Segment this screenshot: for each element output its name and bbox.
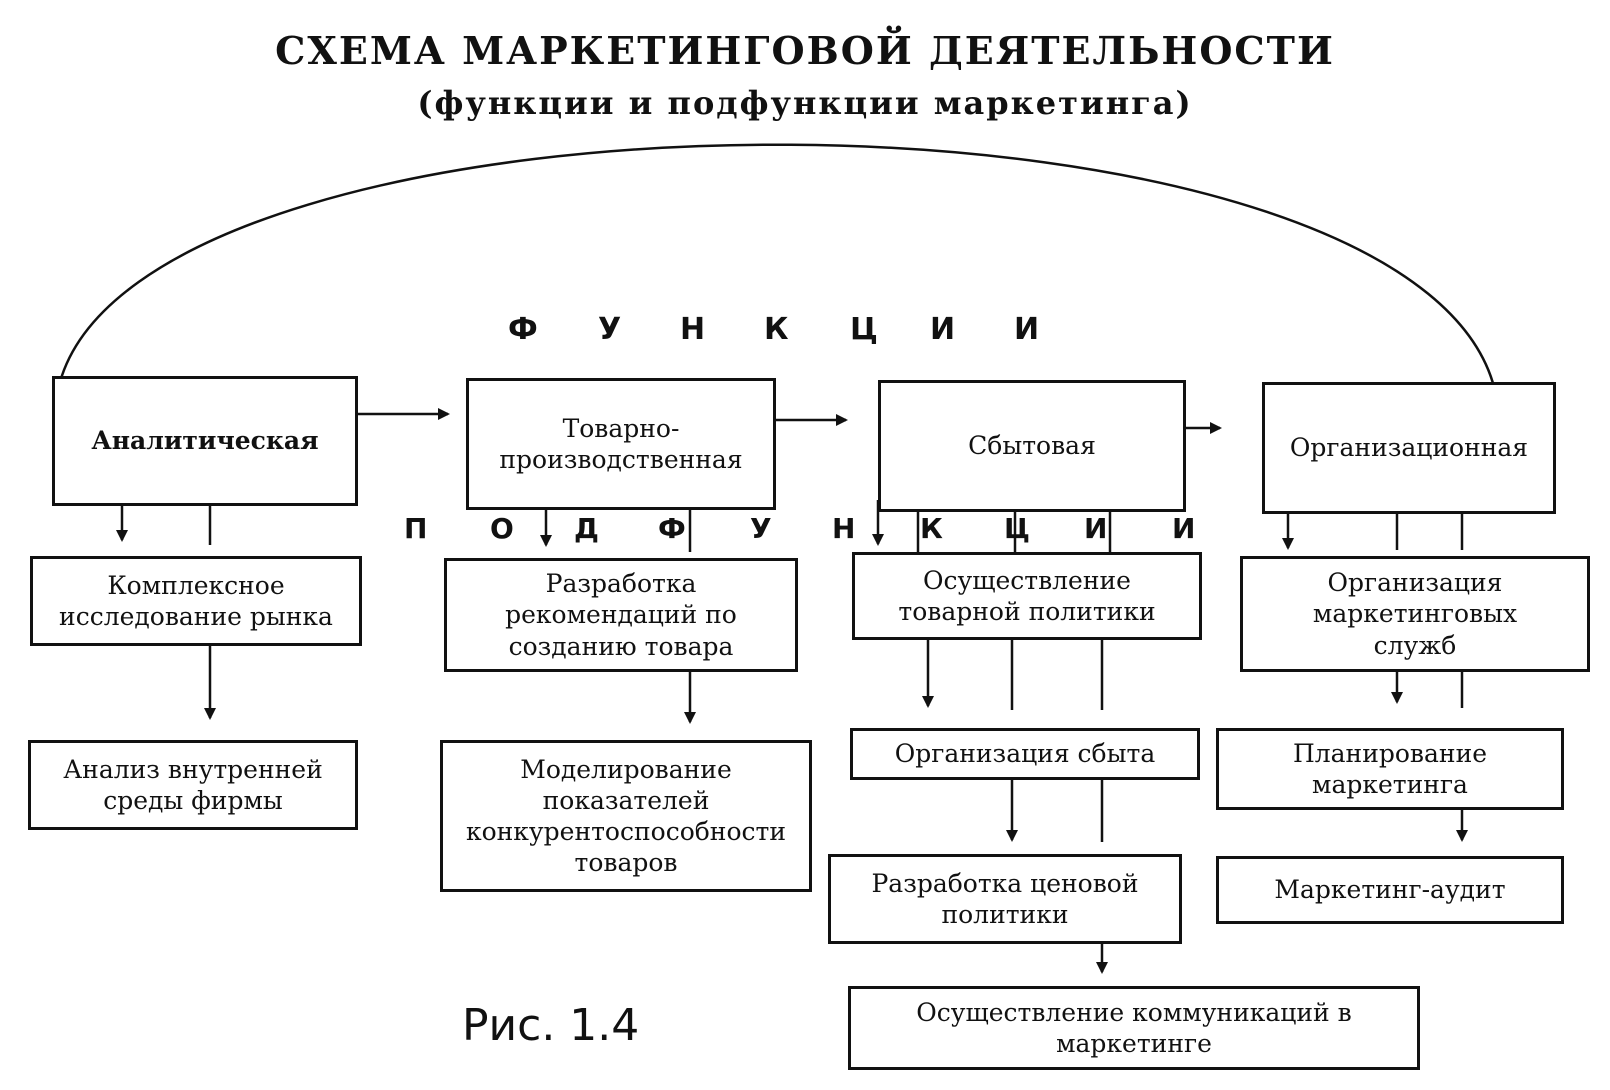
functions-letter: И — [930, 312, 956, 347]
subfunction-product-policy-label: Осуществление товарной политики — [898, 565, 1156, 626]
functions-letter: Ц — [850, 312, 878, 347]
subfunctions-letter: Ц — [1004, 512, 1030, 545]
subfunction-marketing-audit-label: Маркетинг-аудит — [1274, 875, 1506, 905]
subfunction-internal-analysis-box: Анализ внутренней среды фирмы — [28, 740, 358, 830]
function-organizational-label: Организационная — [1289, 433, 1529, 463]
feedback-arc — [54, 143, 1500, 409]
function-analytical-box: Аналитическая — [52, 376, 358, 506]
subfunctions-letter: Н — [832, 512, 856, 545]
subfunction-marketing-planning-label: Планирование маркетинга — [1292, 738, 1488, 799]
function-production-box: Товарно- производственная — [466, 378, 776, 510]
functions-letter: К — [764, 312, 789, 347]
subfunction-market-research-box: Комплексное исследование рынка — [30, 556, 362, 646]
function-analytical-label: Аналитическая — [91, 426, 319, 456]
diagram-title: СХЕМА МАРКЕТИНГОВОЙ ДЕЯТЕЛЬНОСТИ — [275, 28, 1335, 73]
subfunction-competitiveness-box: Моделирование показателей конкурентоспос… — [440, 740, 812, 892]
subfunction-sales-organization-box: Организация сбыта — [850, 728, 1200, 780]
subfunctions-letter: И — [1084, 512, 1108, 545]
subfunction-marketing-audit-box: Маркетинг-аудит — [1216, 856, 1564, 924]
subfunction-internal-analysis-label: Анализ внутренней среды фирмы — [63, 754, 323, 815]
functions-letter: И — [1014, 312, 1040, 347]
subfunction-marketing-services-label: Организация маркетинговых служб — [1312, 568, 1518, 660]
subfunction-communications-box: Осуществление коммуникаций в маркетинге — [848, 986, 1420, 1070]
subfunctions-letter: У — [750, 512, 772, 545]
subfunctions-letter: Ф — [658, 512, 686, 545]
function-organizational-box: Организационная — [1262, 382, 1556, 514]
functions-letter: Н — [680, 312, 706, 347]
subfunctions-letter: П — [404, 512, 428, 545]
subfunction-communications-label: Осуществление коммуникаций в маркетинге — [916, 997, 1352, 1058]
subfunction-competitiveness-label: Моделирование показателей конкурентоспос… — [465, 754, 787, 878]
subfunction-price-policy-label: Разработка ценовой политики — [871, 868, 1139, 929]
subfunction-product-policy-box: Осуществление товарной политики — [852, 552, 1202, 640]
subfunction-marketing-services-box: Организация маркетинговых служб — [1240, 556, 1590, 672]
subfunction-product-recommendations-label: Разработка рекомендаций по созданию това… — [505, 569, 737, 661]
figure-caption: Рис. 1.4 — [462, 1000, 640, 1051]
subfunction-product-recommendations-box: Разработка рекомендаций по созданию това… — [444, 558, 798, 672]
diagram-subtitle: (функции и подфункции маркетинга) — [417, 84, 1193, 122]
subfunctions-letter: О — [490, 512, 514, 545]
subfunctions-letter: Д — [574, 512, 599, 545]
functions-letter: Ф — [508, 312, 538, 347]
subfunction-price-policy-box: Разработка ценовой политики — [828, 854, 1182, 944]
functions-letter: У — [598, 312, 622, 347]
function-production-label: Товарно- производственная — [499, 413, 743, 474]
subfunctions-letter: И — [1172, 512, 1196, 545]
function-sales-box: Сбытовая — [878, 380, 1186, 512]
subfunctions-letter: К — [920, 512, 943, 545]
subfunction-sales-organization-label: Организация сбыта — [894, 739, 1156, 769]
function-sales-label: Сбытовая — [968, 431, 1096, 461]
subfunction-marketing-planning-box: Планирование маркетинга — [1216, 728, 1564, 810]
subfunction-market-research-label: Комплексное исследование рынка — [59, 570, 333, 631]
